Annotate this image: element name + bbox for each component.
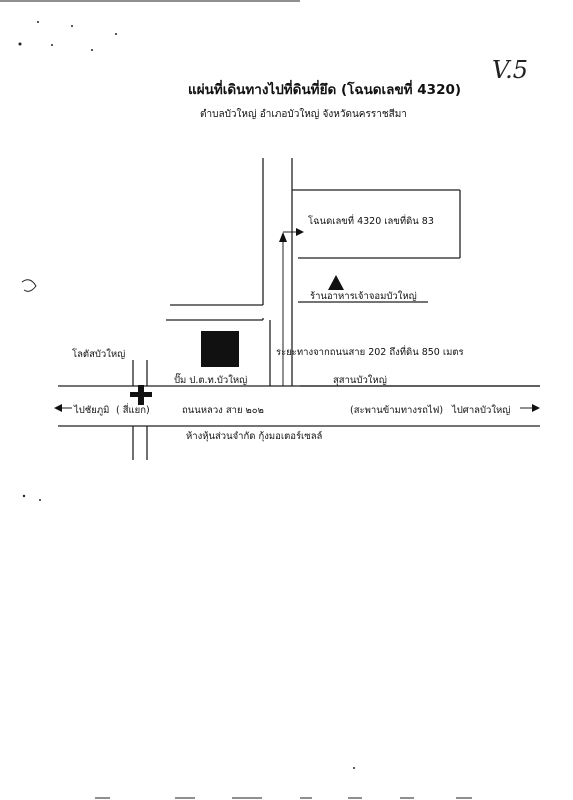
lotus-label: โลตัสบัวใหญ่ [72, 349, 126, 360]
deed-plot-label: โฉนดเลขที่ 4320 เลขที่ดิน 83 [308, 216, 434, 227]
distance-label: ระยะทางจากถนนสาย 202 ถึงที่ดิน 850 เมตร [276, 347, 464, 358]
bottom-scan-edge [95, 767, 472, 799]
restaurant-marker-icon [328, 275, 344, 290]
route-arrow-up [279, 228, 304, 386]
map-title: แผ่นที่เดินทางไปที่ดินที่ยึด (โฉนดเลขที่… [188, 82, 462, 98]
scan-specks [18, 21, 117, 501]
deed-plot-outline [292, 189, 461, 259]
side-road-restaurant [166, 301, 428, 321]
lotus-side-road [132, 360, 148, 386]
intersection-label: ( สี่แยก) [116, 405, 150, 416]
to-shrine-label: ไปศาลบัวใหญ่ [452, 405, 511, 416]
restaurant-label: ร้านอาหารเจ้าจอมบัวใหญ่ [310, 291, 417, 302]
main-road-ns [262, 158, 293, 386]
ptt-station-label: ปั๊ม ป.ต.ท.บัวใหญ่ [174, 375, 248, 386]
ptt-station-marker-icon [201, 331, 239, 367]
overpass-label: (สะพานข้ามทางรถไฟ) [350, 405, 444, 416]
map-subtitle: ตำบลบัวใหญ่ อำเภอบัวใหญ่ จังหวัดนครราชสี… [200, 109, 407, 120]
handwritten-note: V.5 [492, 56, 529, 84]
highway-label: ถนนหลวง สาย ๒๐๒ [182, 405, 264, 416]
partnership-label: ห้างหุ้นส่วนจำกัด กุ้งมอเตอร์เซลล์ [186, 431, 323, 442]
health-center-label: สุสานบัวใหญ่ [333, 375, 387, 386]
intersection-cross-icon [130, 385, 152, 405]
arrow-right-icon [520, 404, 540, 412]
to-chaiyaphum-label: ไปชัยภูมิ [74, 405, 110, 416]
arrow-left-icon [54, 404, 72, 412]
punch-hole-mark [21, 279, 37, 292]
south-road [132, 426, 148, 460]
